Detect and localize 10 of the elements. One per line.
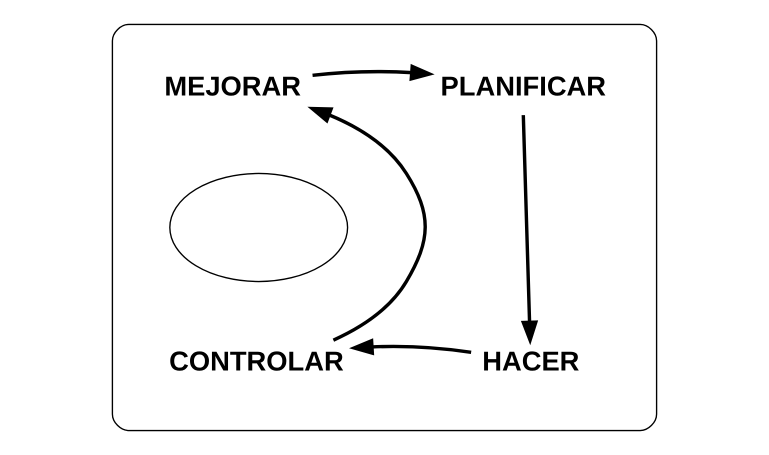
node-text: PLANIFICAR [440,70,606,102]
arrow [312,64,435,82]
node-ellipse [169,172,348,282]
node-text: CONTROLAR [169,345,344,376]
arrow [349,338,472,356]
arrow [520,115,538,346]
node-text: MEJORAR [164,70,302,102]
cluster [112,24,658,432]
node-text: HACER [482,345,580,376]
arrow [307,106,427,342]
